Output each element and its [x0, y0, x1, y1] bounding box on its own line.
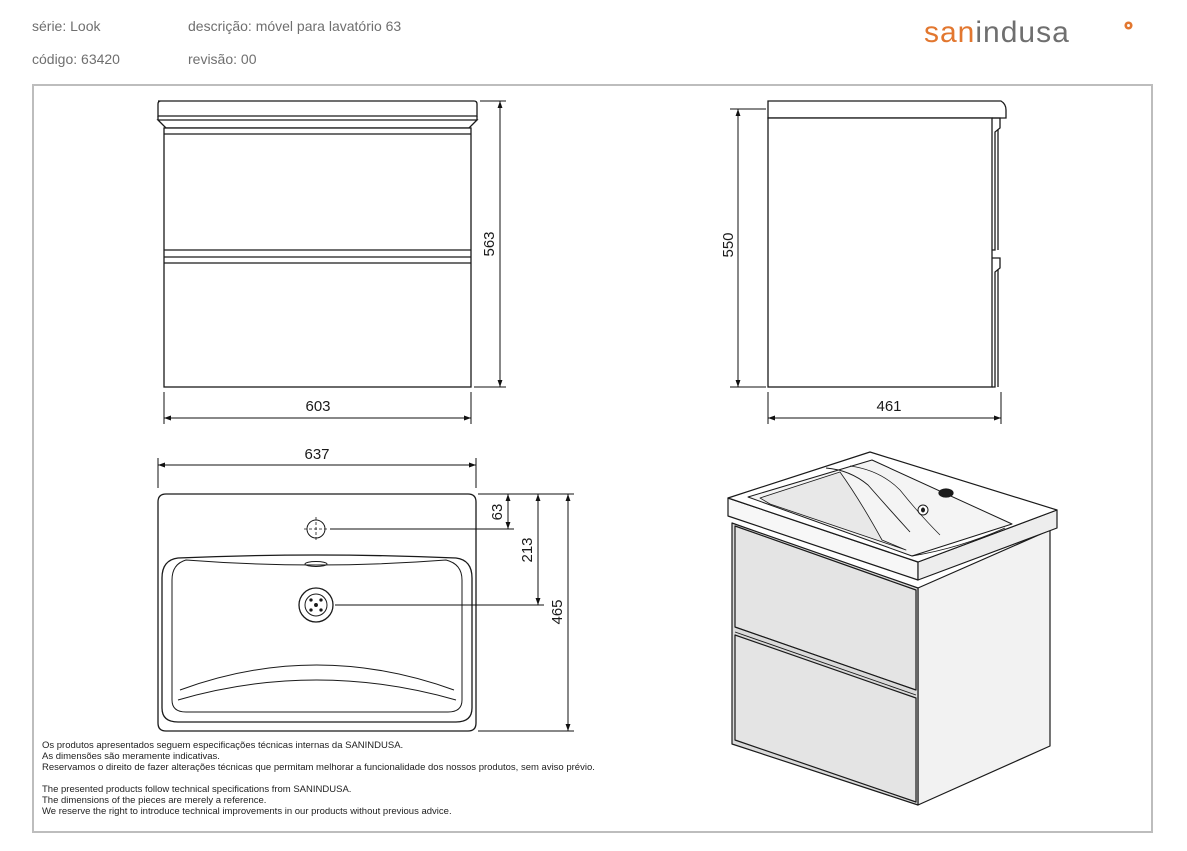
isometric-view: [727, 451, 1058, 806]
brand-logo-accent: san: [924, 16, 976, 49]
note-pt-2: As dimensões são meramente indicativas.: [42, 751, 220, 762]
tap-offset-label: 63: [489, 504, 506, 521]
drain-offset-label: 213: [519, 537, 536, 562]
top-dimension-lines: [157, 458, 574, 732]
side-depth-label: 461: [876, 398, 901, 415]
brand-logo: sanindusa: [924, 16, 1070, 50]
note-pt-1: Os produtos apresentados seguem especifi…: [42, 740, 404, 751]
revisao-label: revisão: 00: [188, 51, 257, 67]
top-view: [157, 493, 477, 732]
top-depth-label: 465: [549, 599, 566, 624]
front-height-label: 563: [481, 231, 498, 256]
front-width-label: 603: [305, 398, 330, 415]
note-en-1: The presented products follow technical …: [42, 784, 352, 795]
note-pt-3: Reservamos o direito de fazer alterações…: [42, 762, 595, 773]
side-view: [767, 100, 1007, 388]
disclaimer-notes: Os produtos apresentados seguem especifi…: [42, 740, 595, 817]
side-dimension-lines: [730, 108, 1002, 424]
note-en-2: The dimensions of the pieces are merely …: [42, 795, 267, 806]
brand-logo-rest: indusa: [975, 16, 1070, 49]
descricao-label: descrição: móvel para lavatório 63: [188, 18, 402, 34]
top-width-label: 637: [304, 446, 329, 463]
circle-mark-icon: [1124, 21, 1133, 30]
front-dimension-lines: [163, 100, 506, 424]
drawing-frame: [32, 84, 1153, 833]
codigo-label: código: 63420: [32, 51, 120, 67]
note-en-3: We reserve the right to introduce techni…: [42, 806, 452, 817]
side-height-label: 550: [720, 232, 737, 257]
front-view: [156, 100, 479, 388]
serie-label: série: Look: [32, 18, 101, 34]
